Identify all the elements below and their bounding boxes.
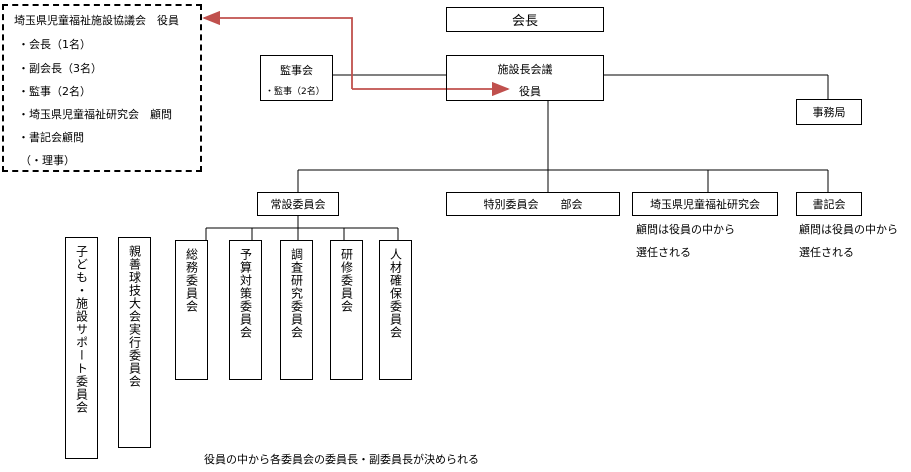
subcommittee-research-label: 調査研究委員会 [289,248,304,339]
officers-item-vice: ・副会長（3名） [18,62,102,75]
directors-meeting-box: 施設長会議 役員 [446,55,604,101]
clerk-meeting-box: 書記会 [796,192,862,216]
auditors-box: 監事会 ・監事（2名） [260,55,333,101]
directors-meeting-title: 施設長会議 [497,63,553,76]
clerk-meeting-note-2: 選任される [799,246,854,259]
president-box: 会長 [446,7,604,32]
auditors-sub: ・監事（2名） [265,87,325,97]
subcommittee-staffing-label: 人材確保委員会 [388,248,403,339]
footer-note: 役員の中から各委員会の委員長・副委員長が決められる [204,453,479,466]
clerk-meeting-label: 書記会 [812,198,846,211]
officers-item-clerk-advisor: ・書記会顧問 [18,131,84,144]
clerk-meeting-note-1: 顧問は役員の中から [799,223,898,236]
child-facility-support-committee: 子ども・施設サポート委員会 [65,237,98,459]
friendship-ball-game-committee: 親善球技大会実行委員会 [118,237,151,448]
subcommittee-general-affairs-label: 総務委員会 [184,248,199,313]
friendship-ball-game-committee-label: 親善球技大会実行委員会 [127,245,142,388]
subcommittee-general-affairs: 総務委員会 [175,240,208,380]
secretariat-label: 事務局 [812,106,846,119]
research-society-note-1: 顧問は役員の中から [636,223,735,236]
directors-meeting-sub: 役員 [519,85,541,98]
subcommittee-research: 調査研究委員会 [280,240,313,380]
secretariat-box: 事務局 [796,99,862,125]
arrow-to-officers [202,10,353,89]
special-committee-box: 特別委員会 部会 [446,192,620,216]
subcommittee-budget: 予算対策委員会 [229,240,262,380]
special-committee-label: 特別委員会 部会 [483,198,583,211]
standing-committee-box: 常設委員会 [257,192,339,216]
subcommittee-staffing: 人材確保委員会 [379,240,412,380]
officers-title: 埼玉県児童福祉施設協議会 役員 [14,14,179,27]
officers-item-advisor: ・埼玉県児童福祉研究会 顧問 [18,108,172,121]
subcommittee-training-label: 研修委員会 [339,248,354,313]
officers-box [2,4,202,172]
officers-item-auditor: ・監事（2名） [18,85,91,98]
subcommittee-budget-label: 予算対策委員会 [238,248,253,339]
child-facility-support-committee-label: 子ども・施設サポート委員会 [74,245,89,414]
research-society-box: 埼玉県児童福祉研究会 [632,192,778,216]
officers-item-director: （・理事） [20,154,75,167]
standing-committee-label: 常設委員会 [270,198,326,211]
auditors-title: 監事会 [280,64,313,77]
officers-item-president: ・会長（1名） [18,38,91,51]
subcommittee-training: 研修委員会 [330,240,363,380]
research-society-label: 埼玉県児童福祉研究会 [650,198,760,211]
research-society-note-2: 選任される [636,246,691,259]
president-label: 会長 [511,14,538,29]
